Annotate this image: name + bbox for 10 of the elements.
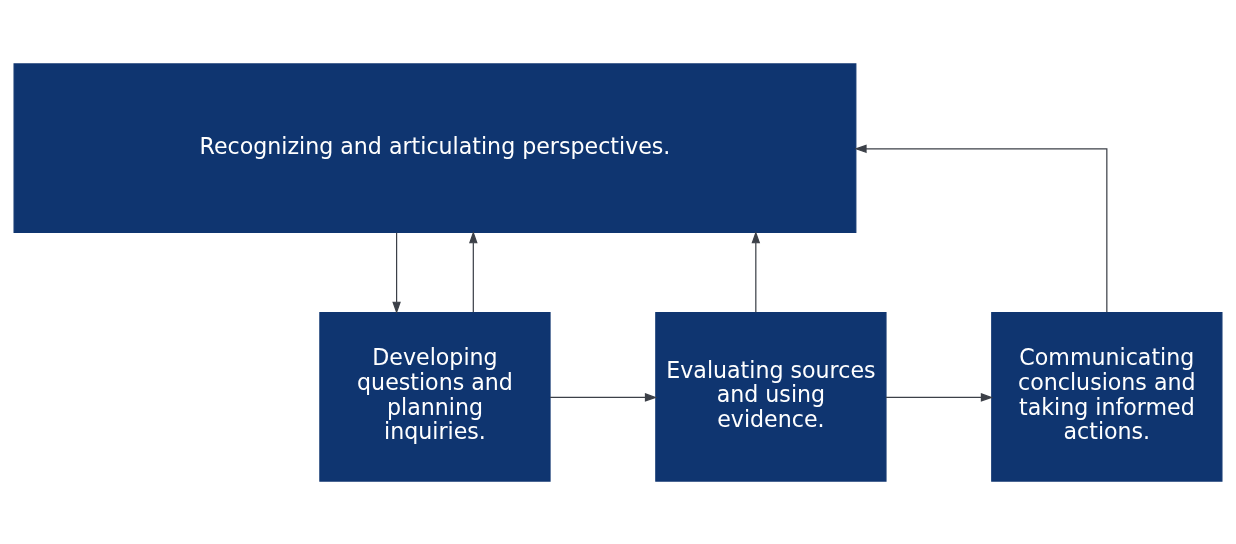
arrow xyxy=(885,392,994,402)
arrow xyxy=(469,230,478,313)
arrow xyxy=(392,231,401,314)
arrow xyxy=(751,230,761,313)
arrow xyxy=(549,392,658,402)
node-box: Recognizing and articulating perspectives. xyxy=(13,62,857,233)
arrow xyxy=(854,144,1108,313)
node-box: Communicating conclusions and taking informed actions. xyxy=(991,311,1223,482)
node-box: Developing questions and planning inquiries. xyxy=(319,311,551,482)
node-box: Evaluating sources and using evidence. xyxy=(655,311,887,482)
